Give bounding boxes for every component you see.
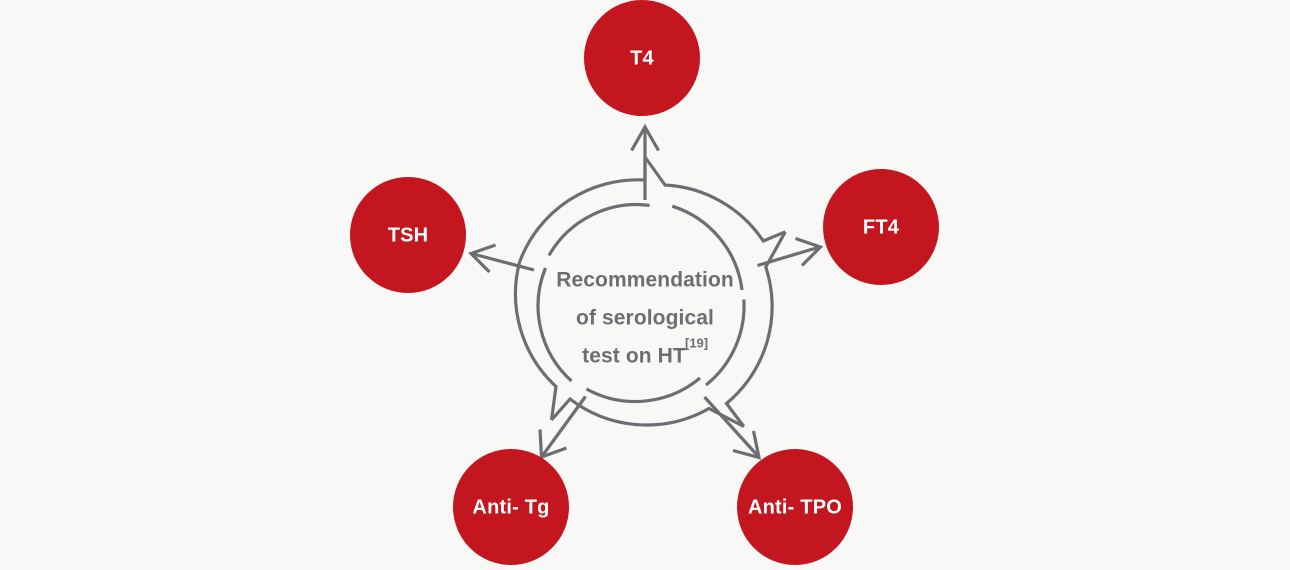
ring-arc-outer-upperright xyxy=(643,156,786,243)
ring-arc-inner-upperleft xyxy=(547,203,650,257)
arrow-to-anti-tpo-head xyxy=(732,430,762,460)
hub-line-3: test on HT xyxy=(582,345,686,368)
hub-text-group: Recommendation of serological test on HT… xyxy=(556,269,734,368)
hub-citation-superscript: [19] xyxy=(685,335,708,350)
ring-arc-outer-right xyxy=(724,231,787,428)
arrow-to-t4 xyxy=(630,123,660,200)
ring-arc-inner-upperright xyxy=(671,204,744,291)
ring-segment-ft4 xyxy=(643,156,786,291)
ring-arc-inner-bottom xyxy=(585,376,702,404)
arrow-to-anti-tpo xyxy=(703,395,762,460)
hub-line-1: Recommendation xyxy=(556,269,734,292)
arrow-to-t4-head xyxy=(630,123,660,152)
arrow-to-tsh-head xyxy=(468,243,497,274)
ring-arc-outer-upperleft xyxy=(518,157,647,263)
arrow-to-ft4 xyxy=(757,236,824,268)
ring-segment-anti-tpo xyxy=(705,231,787,428)
ring-arc-inner-right xyxy=(705,299,746,387)
arrow-to-tsh xyxy=(468,243,535,274)
hub-line-2: of serological xyxy=(576,307,714,330)
node-tsh-circle[interactable] xyxy=(350,177,466,293)
node-anti-tpo-circle[interactable] xyxy=(737,449,853,565)
ring-segment-t4 xyxy=(518,157,650,263)
ring-segment-tsh xyxy=(513,261,573,421)
arrow-to-ft4-head xyxy=(794,236,824,267)
ring-group xyxy=(513,156,787,428)
node-anti-tg-circle[interactable] xyxy=(453,449,569,565)
node-ft4-circle[interactable] xyxy=(823,169,939,285)
arrow-to-tsh-stem xyxy=(472,252,535,272)
arrow-to-ft4-stem xyxy=(757,245,819,268)
arrow-to-anti-tg-head xyxy=(538,429,568,460)
node-anti-tpo[interactable]: Anti- TPO xyxy=(737,449,853,565)
ring-arc-inner-left xyxy=(536,267,573,383)
arrow-to-anti-tpo-stem xyxy=(703,395,759,457)
node-ft4[interactable]: FT4 xyxy=(823,169,939,285)
node-anti-tg[interactable]: Anti- Tg xyxy=(453,449,569,565)
arrow-group xyxy=(468,123,824,460)
node-t4[interactable]: T4 xyxy=(584,0,700,116)
node-t4-circle[interactable] xyxy=(584,0,700,116)
ring-arc-outer-left xyxy=(513,261,558,421)
arrow-to-anti-tg xyxy=(538,395,587,460)
arrow-to-anti-tg-stem xyxy=(541,395,587,456)
node-tsh[interactable]: TSH xyxy=(350,177,466,293)
